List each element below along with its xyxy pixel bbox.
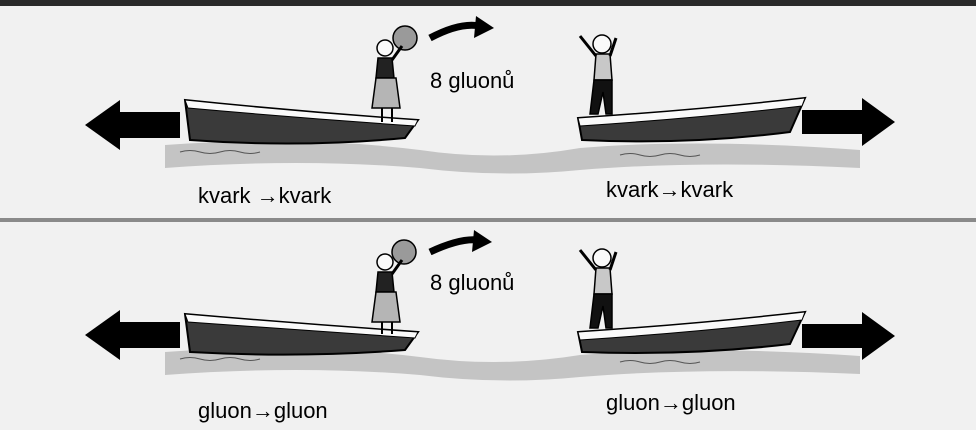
figure-catcher [580, 35, 616, 114]
throw-arrow [430, 25, 480, 38]
figure-thrower [372, 240, 416, 334]
water [165, 141, 860, 174]
left-transition-label: gluon→gluon [198, 398, 328, 424]
exchange-label: 8 gluonů [430, 68, 514, 94]
right-transition-label: kvark→kvark [606, 177, 733, 203]
arrow-right [802, 312, 895, 360]
figure-catcher [580, 249, 616, 328]
throw-arrow [430, 240, 478, 252]
exchange-label: 8 gluonů [430, 270, 514, 296]
panel-gluon-exchange: 8 gluonů gluon→gluon gluon→gluon [0, 222, 976, 430]
left-transition-label: kvark →kvark [198, 183, 331, 209]
arrow-right [802, 98, 895, 146]
arrow-left [85, 100, 180, 150]
right-transition-label: gluon→gluon [606, 390, 736, 416]
scene-illustration-bottom [0, 222, 976, 430]
scene-illustration-top [0, 0, 976, 218]
panel-quark-exchange: 8 gluonů kvark →kvark kvark→kvark [0, 0, 976, 218]
figure-thrower [372, 26, 417, 122]
